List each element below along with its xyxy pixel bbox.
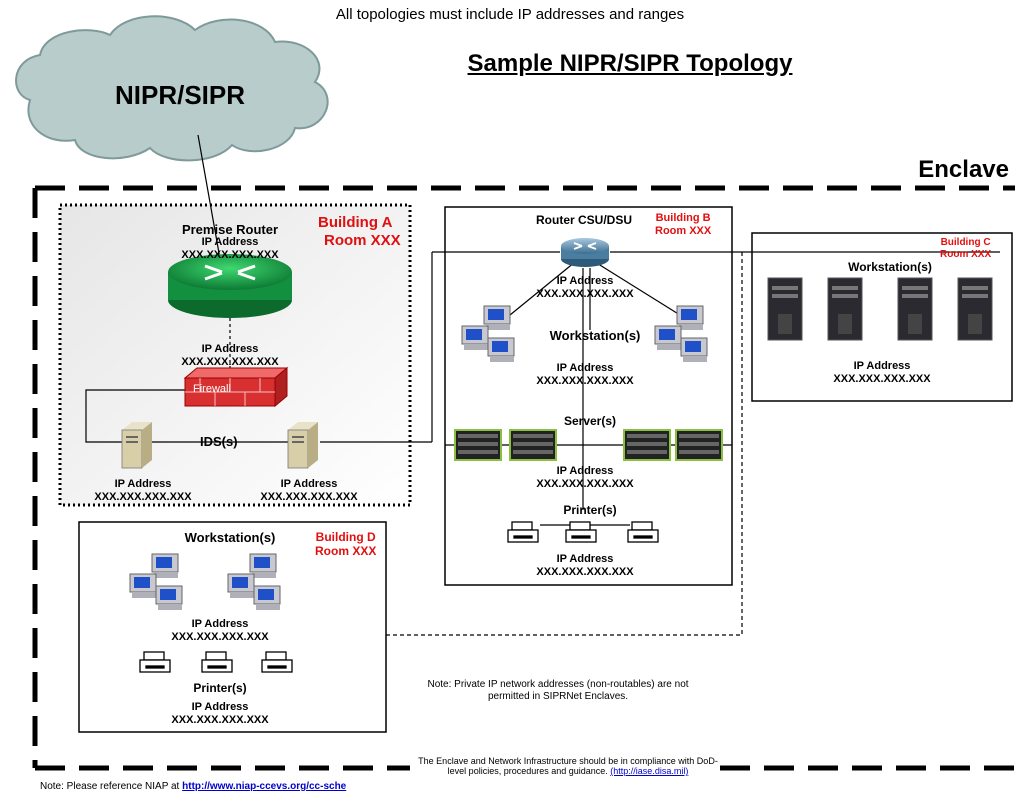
building-c-name: Building C [940, 237, 991, 248]
building-a-label: Building A Room XXX [318, 214, 401, 250]
enclave-label: Enclave [918, 156, 1009, 183]
ip-label: IP Address [201, 236, 259, 248]
ip-value: XXX.XXX.XXX.XXX [536, 478, 634, 490]
ip-block: IP Address XXX.XXX.XXX.XXX [160, 236, 300, 262]
nipr-sipr-cloud [15, 15, 329, 162]
ip-block: IP Address XXX.XXX.XXX.XXX [515, 362, 655, 388]
workstation-cluster-icon [227, 553, 281, 610]
building-c-room: Room XXX [940, 249, 992, 260]
workstations-label: Workstation(s) [848, 260, 932, 274]
infrastructure-text: The Enclave and Network Infrastructure s… [418, 756, 718, 776]
requirement-note: All topologies must include IP addresses… [335, 6, 685, 23]
ip-label: IP Address [556, 275, 614, 287]
building-a-name: Building A [318, 214, 393, 231]
ip-block: IP Address XXX.XXX.XXX.XXX [812, 360, 952, 386]
building-b-box [444, 206, 733, 586]
rack-server-icon [454, 429, 723, 461]
building-d-label: Building D Room XXX [315, 530, 376, 558]
ip-value: XXX.XXX.XXX.XXX [536, 566, 634, 578]
private-ip-note: Note: Private IP network addresses (non-… [427, 679, 689, 702]
ip-label: IP Address [191, 701, 249, 713]
infrastructure-note: The Enclave and Network Infrastructure s… [418, 756, 718, 776]
printers-label: Printer(s) [563, 503, 617, 517]
cloud-label: NIPR/SIPR [114, 80, 246, 110]
ip-label: IP Address [556, 465, 614, 477]
ip-block: IP Address XXX.XXX.XXX.XXX [160, 343, 300, 369]
premise-router-label: Premise Router [181, 222, 279, 237]
iase-link[interactable]: (http://iase.disa.mil) [610, 766, 689, 776]
niap-prefix: Note: Please reference NIAP at [40, 781, 180, 792]
building-d-name: Building D [315, 530, 376, 544]
ip-label: IP Address [280, 478, 338, 490]
building-a-room: Room XXX [324, 232, 401, 249]
router-csu-dsu-label: Router CSU/DSU [536, 213, 633, 227]
ip-block: IP Address XXX.XXX.XXX.XXX [515, 553, 655, 579]
ip-value: XXX.XXX.XXX.XXX [171, 631, 269, 643]
workstation-cluster-icon [129, 553, 183, 610]
printers-label: Printer(s) [193, 681, 247, 695]
ip-block: IP Address XXX.XXX.XXX.XXX [515, 275, 655, 301]
workstation-cluster-icon [461, 305, 515, 362]
servers-label: Server(s) [563, 414, 617, 428]
ip-label: IP Address [201, 343, 259, 355]
page-title: Sample NIPR/SIPR Topology [467, 50, 793, 77]
ip-label: IP Address [556, 362, 614, 374]
ip-value: XXX.XXX.XXX.XXX [171, 714, 269, 726]
ip-block: IP Address XXX.XXX.XXX.XXX [150, 618, 290, 644]
ip-value: XXX.XXX.XXX.XXX [536, 288, 634, 300]
building-c-box [751, 232, 1013, 402]
building-c-label: Building C Room XXX [940, 237, 991, 261]
ip-value: XXX.XXX.XXX.XXX [181, 249, 279, 261]
router-csu-dsu-icon [561, 238, 609, 267]
workstation-cluster-icon [654, 305, 708, 362]
ip-label: IP Address [556, 553, 614, 565]
ids-server-icon [121, 422, 152, 469]
ip-label: IP Address [853, 360, 911, 372]
workstations-label: Workstation(s) [549, 328, 641, 343]
niap-note: Note: Please reference NIAP at http://ww… [40, 781, 410, 792]
ip-block: IP Address XXX.XXX.XXX.XXX [515, 465, 655, 491]
premise-router-icon [168, 254, 292, 318]
ip-label: IP Address [191, 618, 249, 630]
ids-label: IDS(s) [200, 434, 238, 449]
ip-value: XXX.XXX.XXX.XXX [260, 491, 358, 503]
building-d-room: Room XXX [315, 544, 377, 558]
printer-icon [139, 521, 659, 673]
building-d-box [78, 521, 387, 733]
ip-block: IP Address XXX.XXX.XXX.XXX [150, 701, 290, 727]
niap-link[interactable]: http://www.niap-ccevs.org/cc-sche [182, 781, 347, 792]
building-b-room: Room XXX [655, 225, 712, 237]
ip-block: IP Address XXX.XXX.XXX.XXX [234, 478, 384, 504]
firewall-label: Firewall [193, 383, 231, 395]
ip-value: XXX.XXX.XXX.XXX [833, 373, 931, 385]
workstations-label: Workstation(s) [184, 530, 276, 545]
ip-block: IP Address XXX.XXX.XXX.XXX [68, 478, 218, 504]
ip-label: IP Address [114, 478, 172, 490]
firewall-icon [183, 366, 289, 408]
tower-workstation-icon [767, 277, 993, 341]
ip-value: XXX.XXX.XXX.XXX [181, 356, 279, 368]
ids-server-icon [287, 422, 318, 469]
ip-value: XXX.XXX.XXX.XXX [536, 375, 634, 387]
ip-value: XXX.XXX.XXX.XXX [94, 491, 192, 503]
building-b-label: Building B Room XXX [655, 212, 711, 238]
building-b-name: Building B [655, 212, 711, 224]
enclave-boundary [32, 185, 1015, 771]
